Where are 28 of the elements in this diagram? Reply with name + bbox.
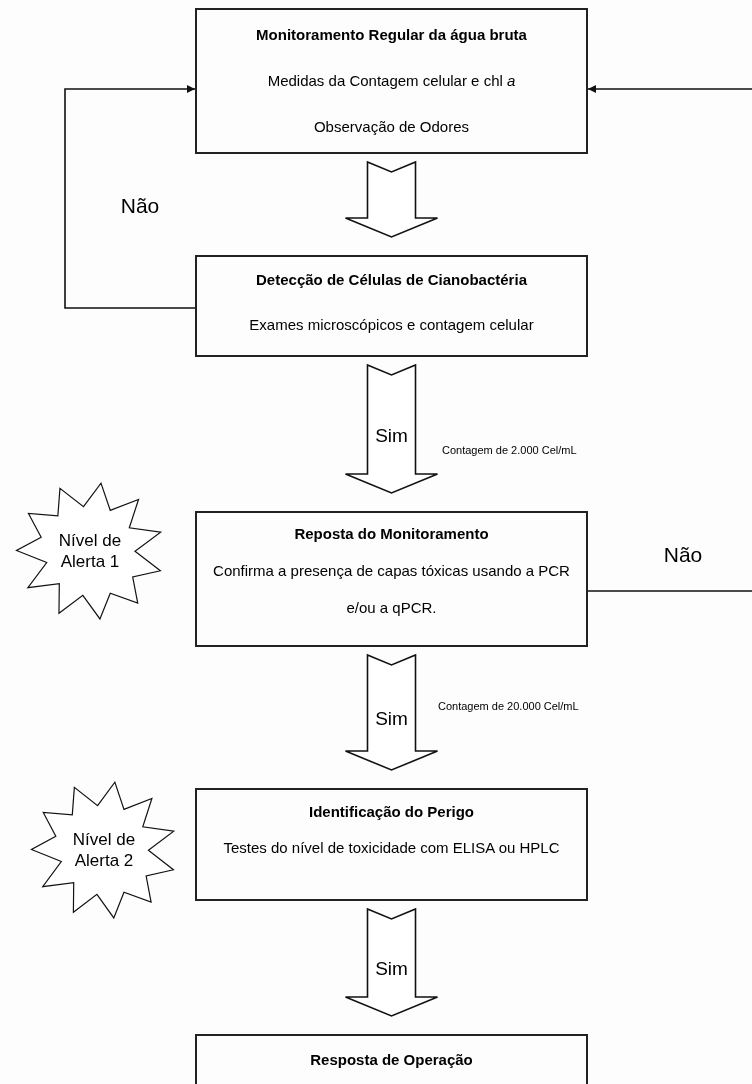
edge-label: Sim [375, 425, 408, 445]
block-arrow [344, 363, 439, 494]
connector-arrow [587, 85, 752, 93]
box-title: Monitoramento Regular da água bruta [256, 25, 527, 45]
box-title: Identificação do Perigo [309, 802, 474, 822]
note-text: Contagem de 20.000 Cel/mL [438, 700, 579, 712]
note-text: Contagem de 2.000 Cel/mL [442, 444, 577, 456]
process-box [195, 1034, 588, 1084]
block-arrow [344, 160, 439, 238]
block-arrow [344, 653, 439, 771]
box-text: Observação de Odores [313, 117, 470, 137]
box-title: Detecção de Células de Cianobactéria [256, 270, 527, 290]
alert-level-text: Nível de Alerta 1 [57, 530, 123, 572]
box-text: Medidas da Contagem celular e chl a [267, 71, 516, 91]
process-box [195, 788, 588, 901]
process-box [195, 8, 588, 154]
edge-label: Sim [375, 958, 408, 978]
box-text: Exames microscópicos e contagem celular [249, 315, 534, 335]
box-text: Confirma a presença de capas tóxicas usando a PCR e/ou a qPCR. [212, 561, 571, 618]
edge-label: Sim [375, 708, 408, 728]
box-text: Testes do nível de toxicidade com ELISA ou HPLC [223, 838, 560, 858]
process-box [195, 511, 588, 647]
box-title: Resposta de Operação [310, 1050, 473, 1070]
alert-level-text: Nível de Alerta 2 [71, 829, 137, 871]
process-box [195, 255, 588, 357]
connector-arrow [64, 85, 196, 309]
block-arrow [344, 907, 439, 1017]
box-title: Reposta do Monitoramento [294, 524, 489, 544]
